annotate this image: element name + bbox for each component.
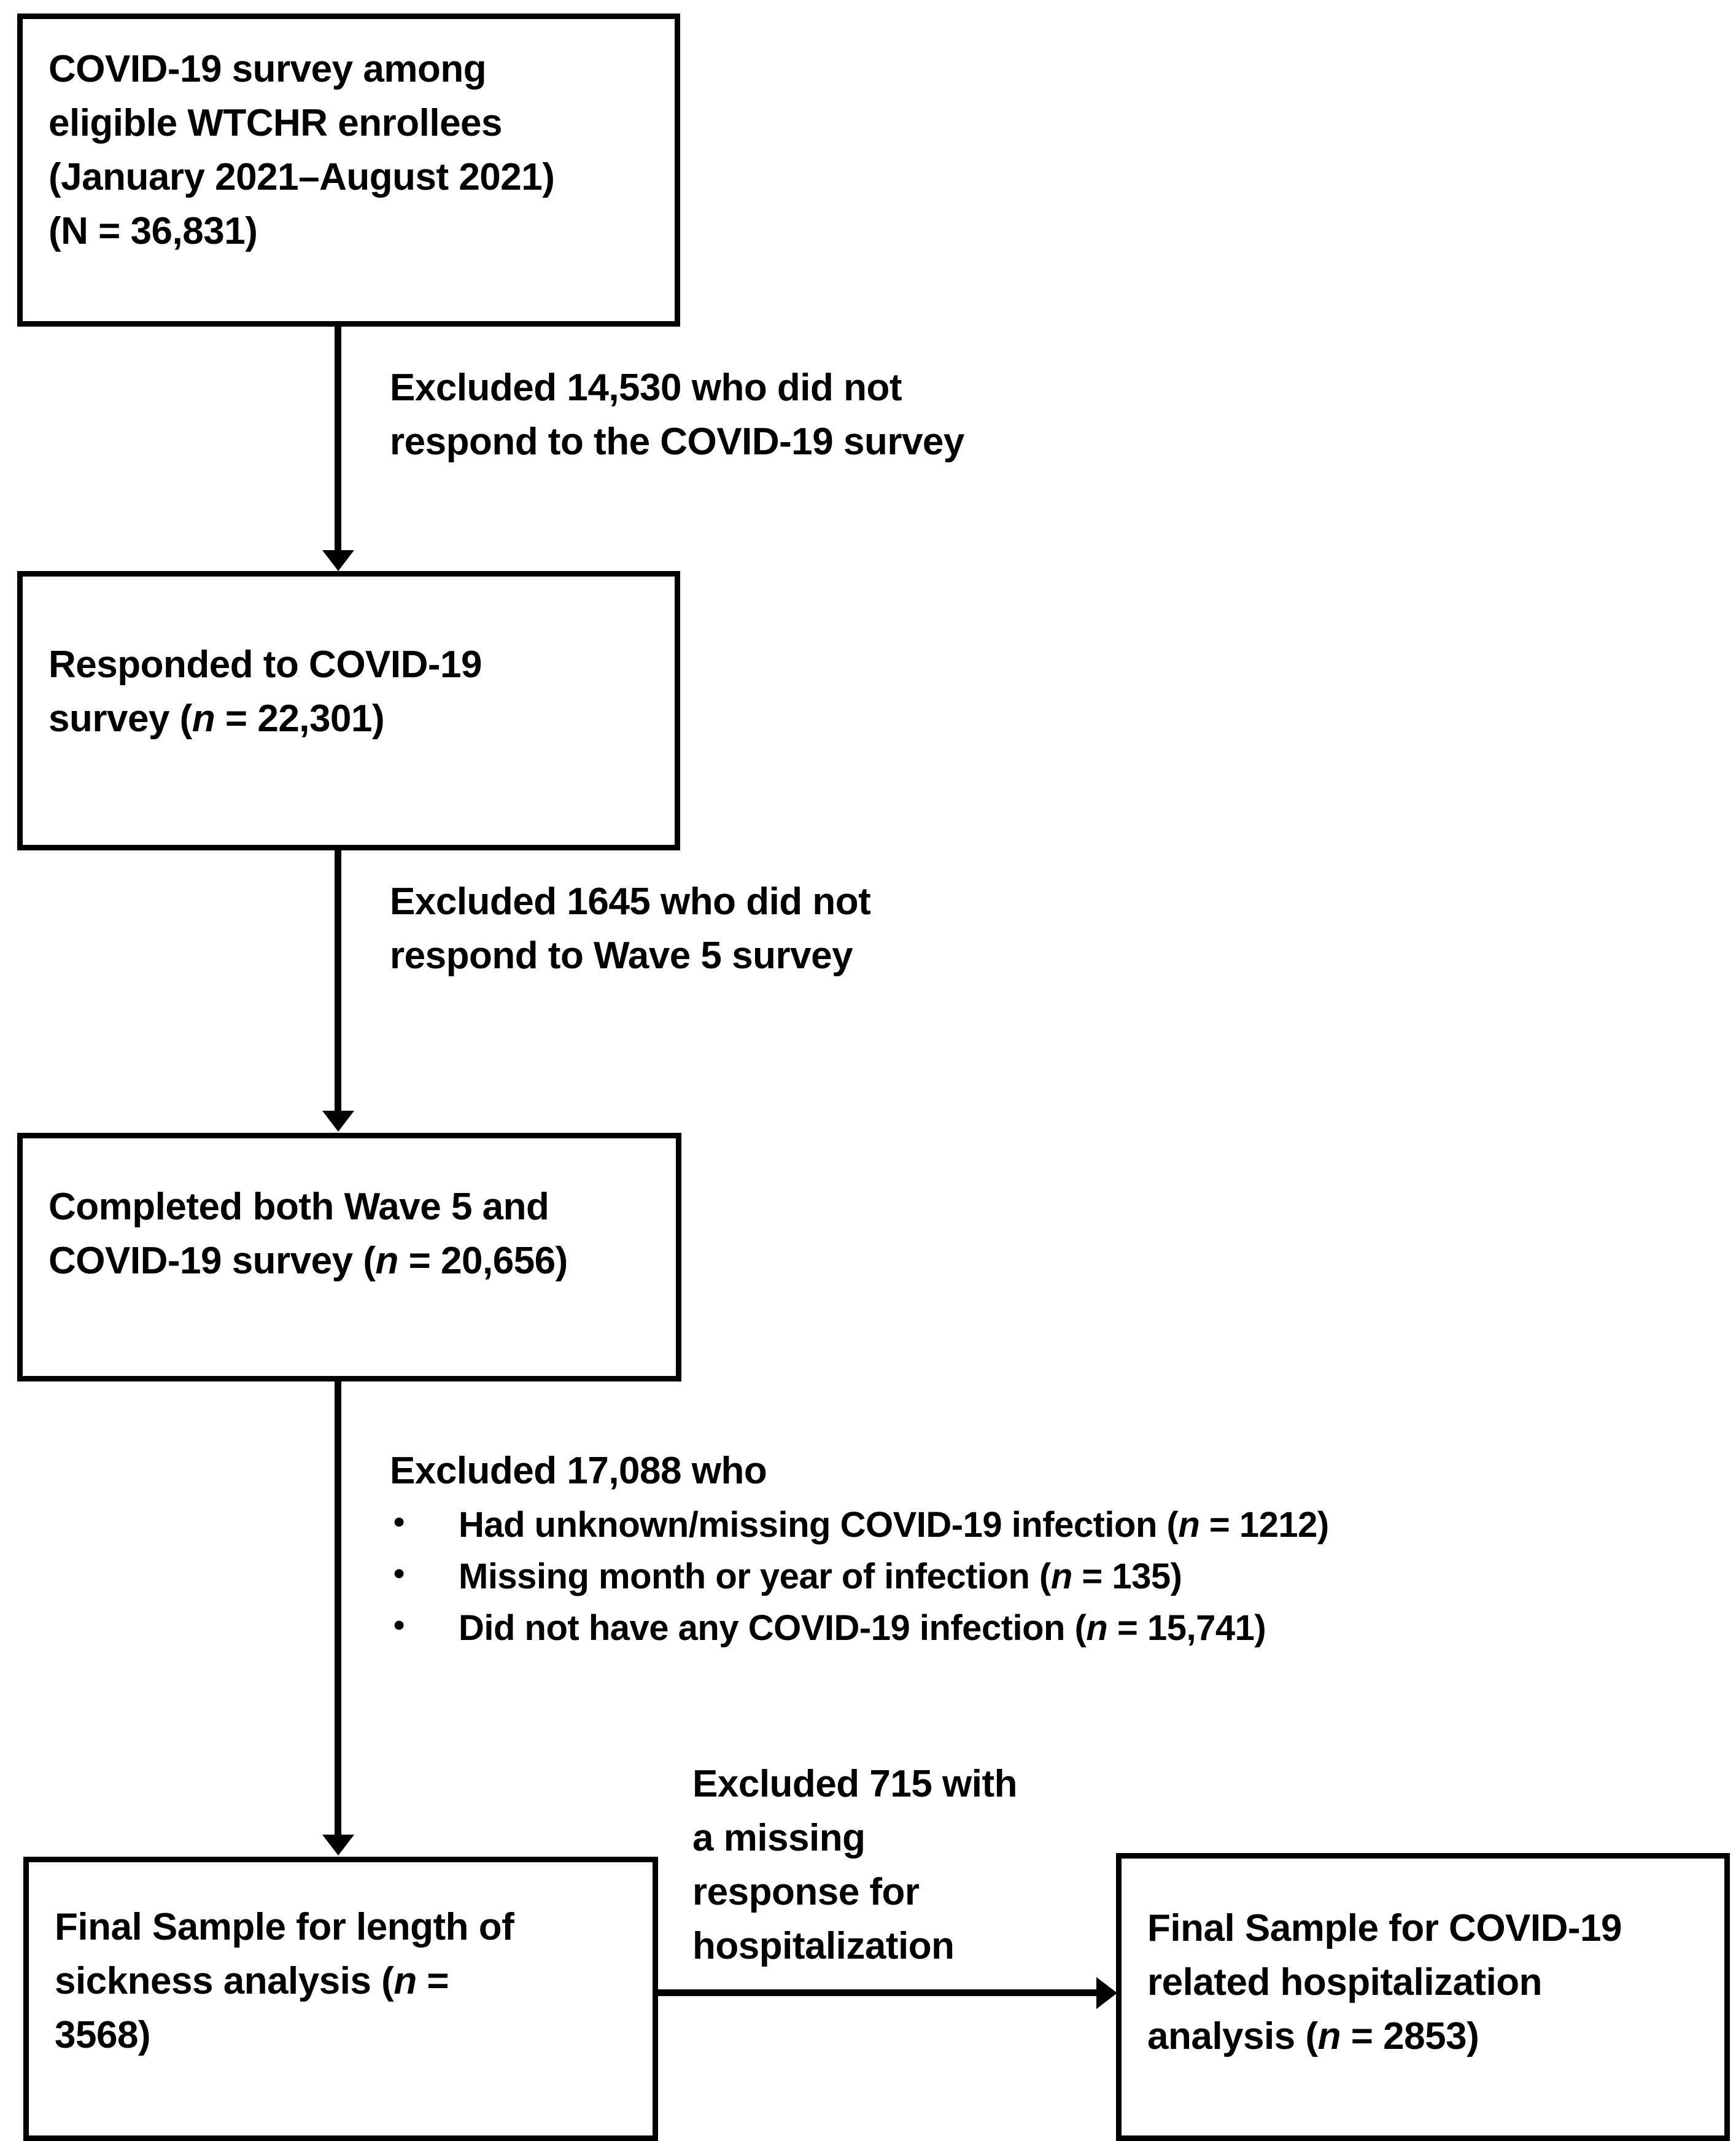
completed-both-surveys-label: Completed both Wave 5 and COVID-19 surve… [48, 1186, 568, 1283]
bullet-icon: • [393, 1504, 405, 1541]
list-item-label: Had unknown/missing COVID-19 infection (… [459, 1505, 1329, 1545]
bullet-icon: • [393, 1607, 405, 1644]
responded-to-survey-box: Responded to COVID-19 survey (n = 22,301… [17, 571, 680, 850]
arrow-population-to-responded [335, 327, 341, 553]
final-sample-sickness-label: Final Sample for length of sickness anal… [55, 1906, 514, 2057]
arrow-responded-to-completed [335, 850, 341, 1113]
exclusion-label-1: Excluded 14,530 who did not respond to t… [390, 367, 964, 464]
list-item: • Had unknown/missing COVID-19 infection… [390, 1499, 1556, 1551]
list-item: • Did not have any COVID-19 infection (n… [390, 1603, 1556, 1654]
list-item: • Missing month or year of infection (n … [390, 1551, 1556, 1603]
exclusion-label-2: Excluded 1645 who did not respond to Wav… [390, 880, 871, 977]
exclusion-label-4: Excluded 715 with a missing response for… [692, 1763, 1018, 1968]
exclusion-3-bullet-list: • Had unknown/missing COVID-19 infection… [390, 1499, 1556, 1654]
list-item-label: Did not have any COVID-19 infection (n =… [459, 1608, 1266, 1649]
completed-both-surveys-box: Completed both Wave 5 and COVID-19 surve… [17, 1133, 681, 1381]
covid-survey-population-box: COVID-19 survey among eligible WTCHR enr… [17, 14, 680, 327]
responded-to-survey-label: Responded to COVID-19 survey (n = 22,301… [48, 643, 482, 740]
exclusion-label-3: Excluded 17,088 who • Had unknown/missin… [390, 1444, 1556, 1654]
covid-survey-population-label: COVID-19 survey among eligible WTCHR enr… [48, 48, 555, 253]
bullet-icon: • [393, 1556, 405, 1592]
exclusion-3-heading: Excluded 17,088 who [390, 1450, 767, 1492]
arrow-sickness-to-hospitalization [658, 1989, 1099, 1996]
final-sample-hospitalization-label: Final Sample for COVID-19 related hospit… [1147, 1907, 1622, 2058]
final-sample-hospitalization-box: Final Sample for COVID-19 related hospit… [1116, 1853, 1730, 2141]
arrow-completed-to-final-sickness [335, 1381, 341, 1837]
list-item-label: Missing month or year of infection (n = … [459, 1556, 1182, 1597]
final-sample-sickness-box: Final Sample for length of sickness anal… [23, 1857, 658, 2141]
